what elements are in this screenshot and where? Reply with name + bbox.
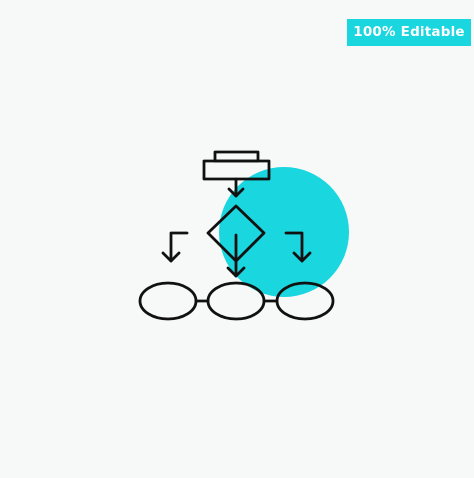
flowchart-lines [138,150,335,321]
flowchart-top-box-tab [213,150,260,163]
right-elbow-arrow-head [292,251,312,263]
left-elbow-arrow-shaft [169,231,189,263]
middle-oval [206,281,266,321]
left-oval [138,281,198,321]
arrow-down-head [226,266,246,278]
right-elbow-arrow-shaft [284,231,304,263]
left-elbow-arrow-head [161,251,181,263]
editable-badge: 100% Editable [347,19,471,46]
highlight-circle [219,167,349,297]
arrow-to-diamond-head [227,187,245,198]
